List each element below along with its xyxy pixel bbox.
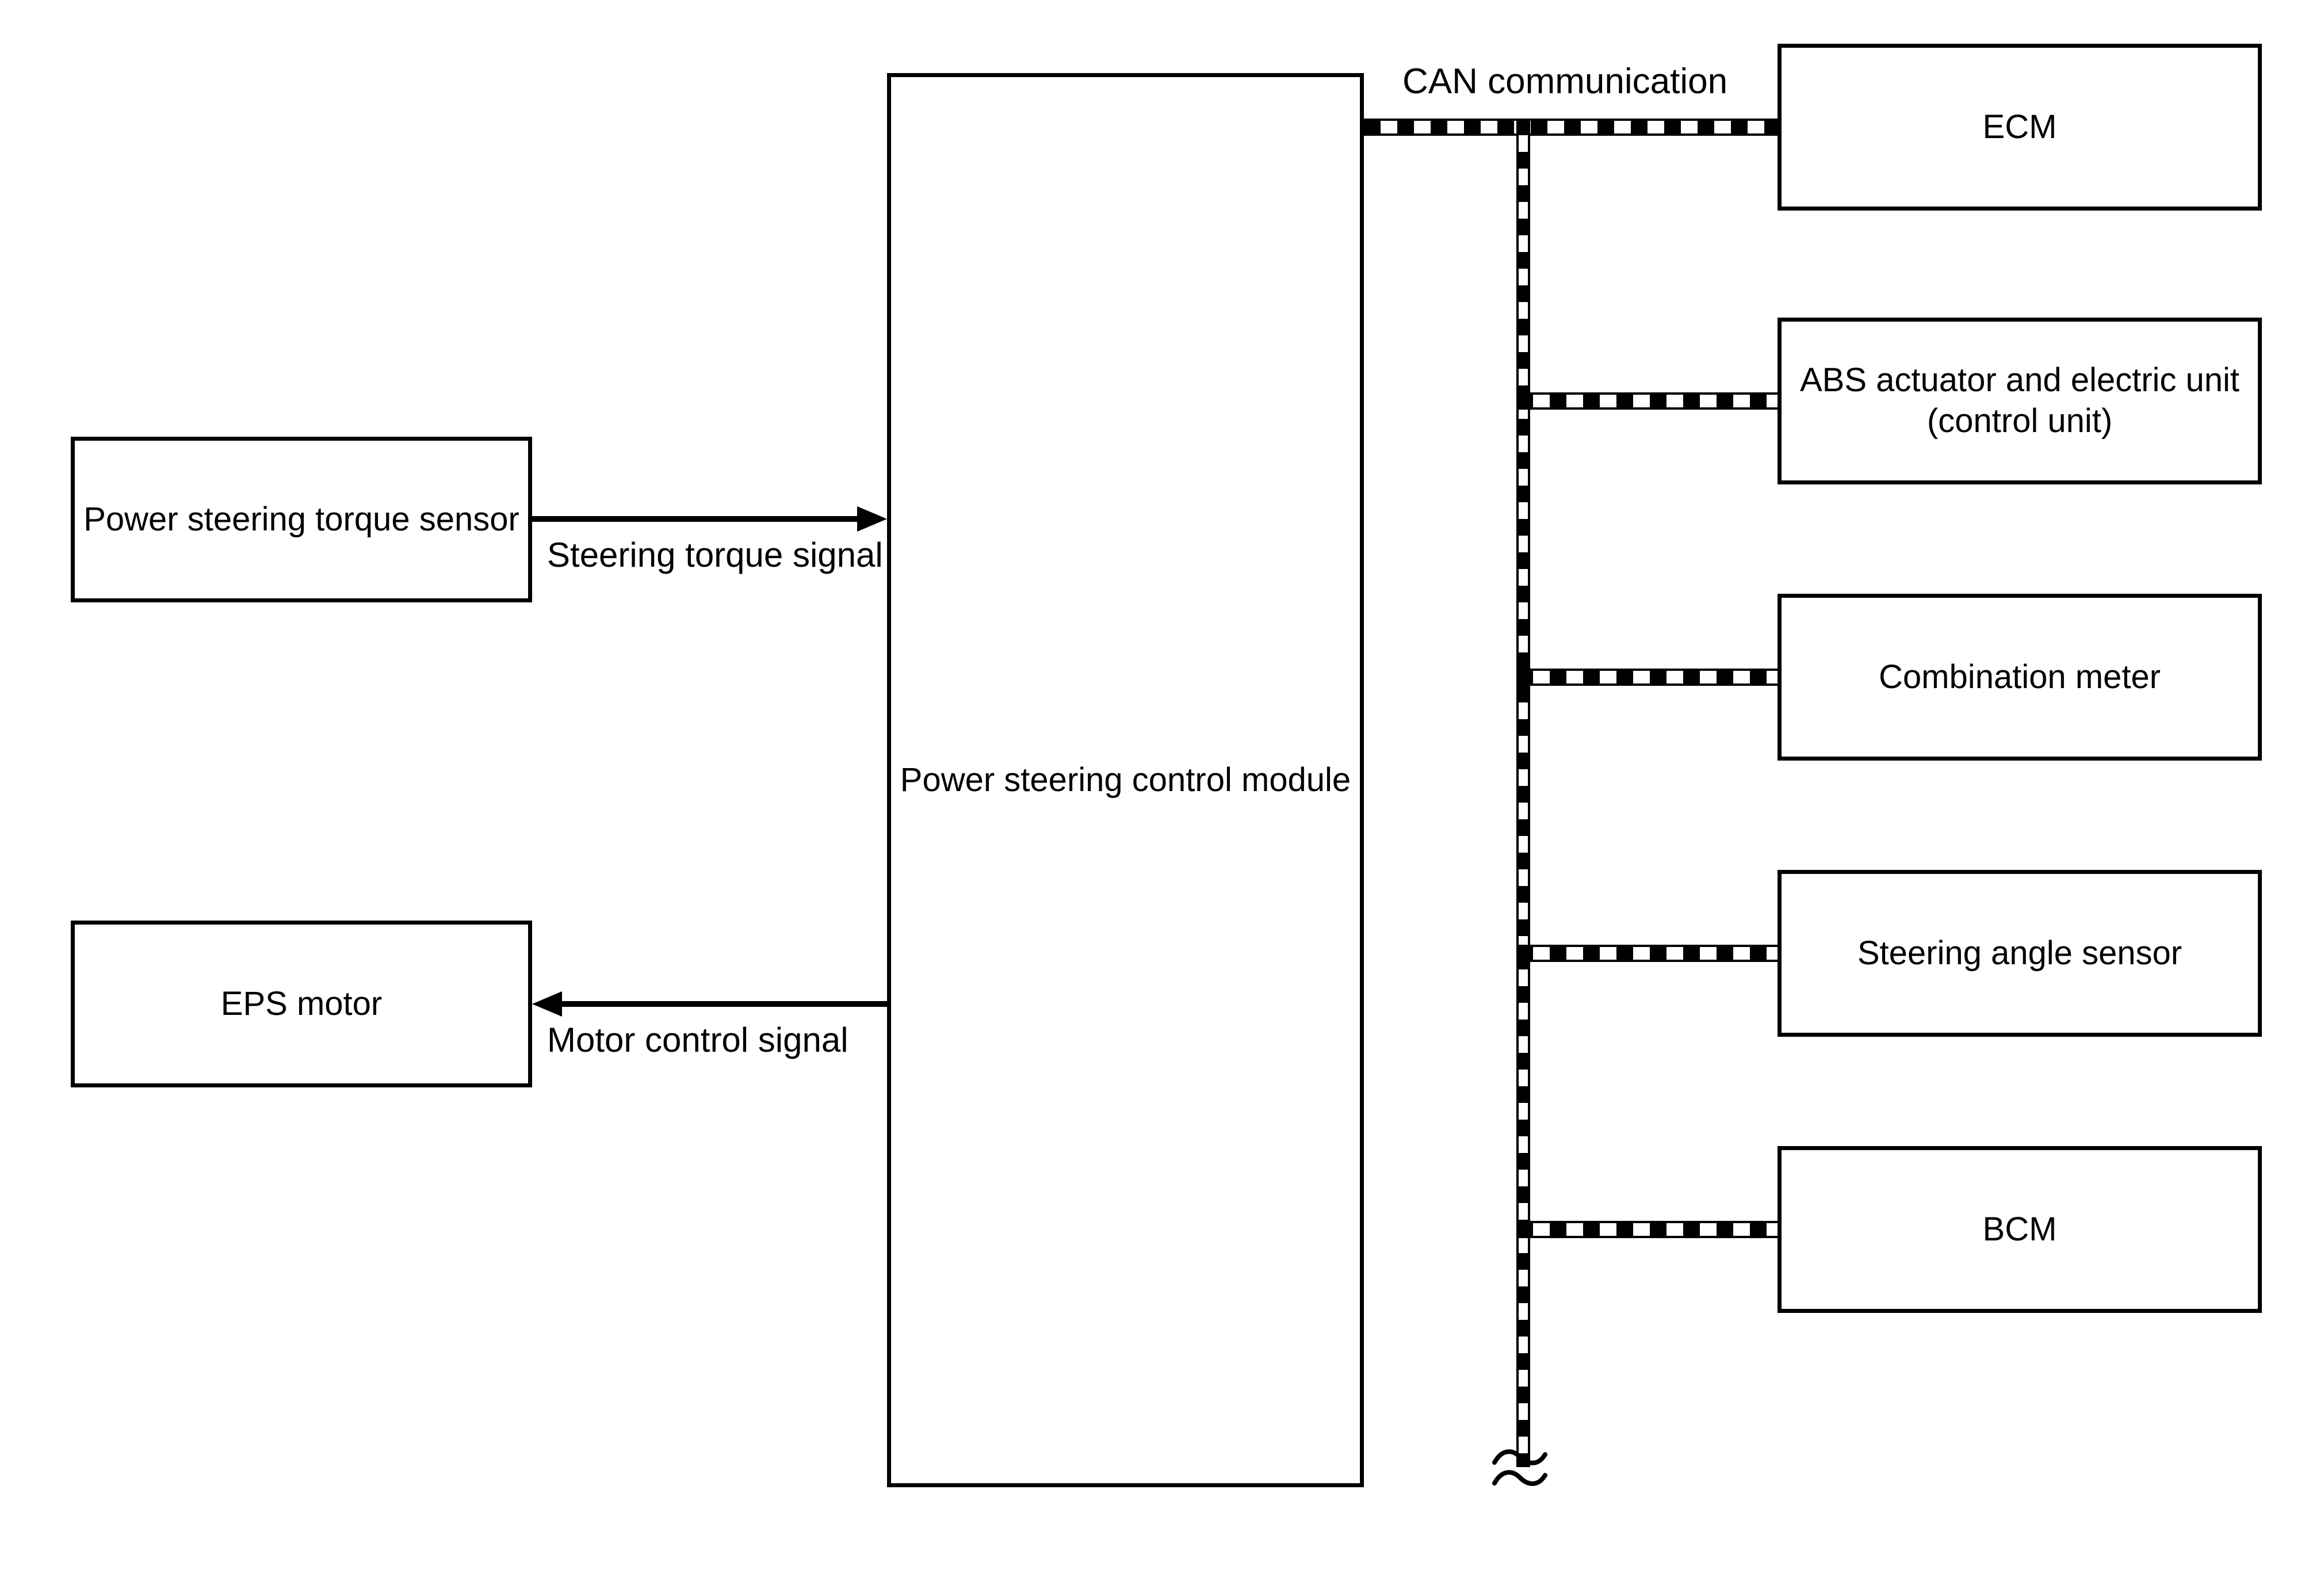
node-bcm: BCM [1778,1146,2262,1313]
motor-control-arrow-shaft [559,1001,887,1007]
can-communication-label: CAN communication [1402,62,1728,101]
arrowhead-right-icon [857,506,887,532]
node-label: Combination meter [1879,658,2161,696]
node-power-steering-torque-sensor: Power steering torque sensor [71,437,532,602]
arrowhead-left-icon [532,991,562,1017]
node-label: EPS motor [220,984,383,1022]
node-ecm: ECM [1778,44,2262,211]
node-label-line1: ABS actuator and electric unit [1799,361,2240,399]
bus-break-icon [1492,1449,1547,1486]
node-eps-motor: EPS motor [71,921,532,1087]
can-bus-trunk [1516,119,1530,1467]
can-bus-branch-combination-meter [1516,669,1778,686]
motor-control-signal-label: Motor control signal [547,1021,848,1059]
node-steering-angle-sensor: Steering angle sensor [1778,870,2262,1037]
node-label: Power steering torque sensor [83,500,519,538]
node-label: Power steering control module [900,761,1351,799]
steering-torque-signal-label: Steering torque signal [547,536,883,574]
node-combination-meter: Combination meter [1778,594,2262,761]
node-label-line2: (control unit) [1927,402,2113,440]
steering-torque-arrow-shaft [532,516,860,522]
can-bus-branch-abs [1516,392,1778,410]
node-label: Steering angle sensor [1857,934,2182,972]
can-bus-branch-steering-angle-sensor [1516,945,1778,962]
can-bus-branch-bcm [1516,1221,1778,1238]
node-label: ECM [1982,108,2057,146]
node-label: BCM [1982,1210,2057,1248]
can-bus-top-segment [1364,119,1778,136]
node-abs-actuator-and-electric-unit: ABS actuator and electric unit (control … [1778,318,2262,484]
node-power-steering-control-module: Power steering control module [887,73,1364,1487]
